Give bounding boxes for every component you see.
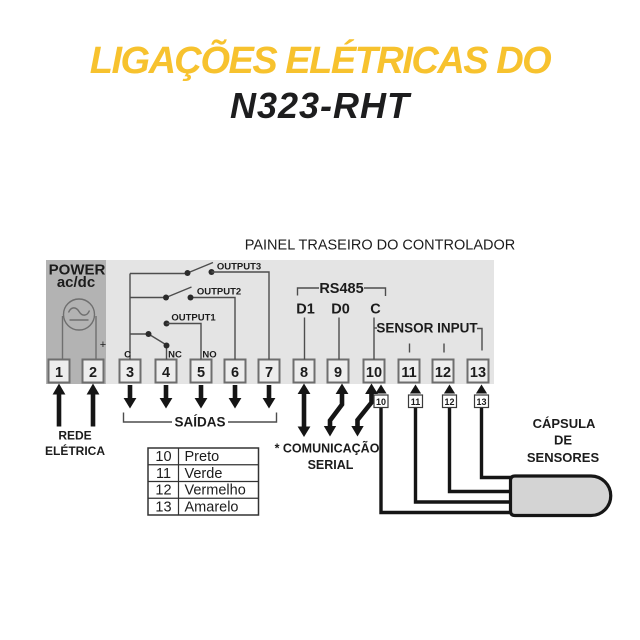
wire-tag-10: 10 xyxy=(376,397,386,407)
rs485-d1-label: D1 xyxy=(296,302,315,318)
output1-label: OUTPUT1 xyxy=(171,313,216,324)
serial-label-line1: * COMUNICAÇÃO xyxy=(275,441,380,456)
sensor-capsule xyxy=(508,474,613,518)
sensor-wires: 10 11 12 13 xyxy=(373,384,512,515)
page-title-line2: N323-RHT xyxy=(229,85,411,126)
terminal-11 xyxy=(397,358,421,384)
wire-tag-10-box xyxy=(373,394,389,409)
terminal-1-label: 1 xyxy=(55,365,63,381)
terminal-12-label: 12 xyxy=(435,365,451,381)
terminal-13-label: 13 xyxy=(470,365,486,381)
terminal-9-label: 9 xyxy=(334,365,342,381)
table-row2-num: 11 xyxy=(156,466,171,482)
output-arrows xyxy=(122,385,278,423)
relay-switches xyxy=(129,261,270,360)
terminal-9 xyxy=(326,358,350,384)
table-row1-name: Preto xyxy=(185,449,220,465)
wire-tag-11: 11 xyxy=(411,397,421,407)
terminal-12 xyxy=(431,358,455,384)
contact-nc-label: NC xyxy=(168,350,182,361)
rs485-label: RS485 xyxy=(319,281,363,297)
wire-tag-12-box xyxy=(441,394,458,409)
rs485-d0-label: D0 xyxy=(331,302,350,318)
table-row3-num: 12 xyxy=(155,483,171,499)
terminal-5-label: 5 xyxy=(197,365,205,381)
terminal-6-label: 6 xyxy=(231,365,239,381)
terminal-row: 1 2 3 4 5 6 7 8 9 10 11 12 13 xyxy=(47,358,490,384)
table-row4-num: 13 xyxy=(155,499,171,515)
capsule-label-line1: CÁPSULA xyxy=(533,416,596,431)
serial-label-line2: SERIAL xyxy=(308,458,354,472)
table-row4-name: Amarelo xyxy=(185,499,239,515)
power-label: POWER xyxy=(49,262,106,279)
wire-tag-13-box xyxy=(473,394,490,409)
panel-heading: PAINEL TRASEIRO DO CONTROLADOR xyxy=(245,238,515,254)
output3-label: OUTPUT3 xyxy=(217,262,261,273)
terminal-11-label: 11 xyxy=(401,365,416,381)
acdc-label: ac/dc xyxy=(57,274,95,291)
contact-c-label: C xyxy=(124,350,131,361)
terminal-10-label: 10 xyxy=(366,365,382,381)
table-row3-name: Vermelho xyxy=(185,483,246,499)
terminal-3-label: 3 xyxy=(126,365,134,381)
table-row1-num: 10 xyxy=(155,449,171,465)
page-title-line1: LIGAÇÕES ELÉTRICAS DO xyxy=(89,40,552,82)
terminal-1 xyxy=(47,358,71,384)
capsule-label-line2: DE xyxy=(554,433,572,448)
wire-tag-12: 12 xyxy=(444,397,454,407)
terminal-4-label: 4 xyxy=(162,365,170,381)
sensor-input-label: SENSOR INPUT xyxy=(376,321,478,336)
terminal-13 xyxy=(466,358,490,384)
terminal-7-label: 7 xyxy=(265,365,273,381)
serial-arrows xyxy=(297,383,378,437)
plus-sign: + xyxy=(100,339,106,351)
acdc-source-icon xyxy=(61,298,97,360)
terminal-8-label: 8 xyxy=(300,365,308,381)
rs485-bracket xyxy=(296,287,387,360)
output2-label: OUTPUT2 xyxy=(197,287,241,298)
terminal-2 xyxy=(81,358,105,384)
wire-tag-11-box xyxy=(407,394,424,409)
contact-no-label: NO xyxy=(202,350,216,361)
mains-label-line1: REDE xyxy=(58,429,91,443)
saidas-label: SAÍDAS xyxy=(174,415,225,430)
mains-label-line2: ELÉTRICA xyxy=(45,443,105,458)
sensor-input-bracket xyxy=(374,327,483,353)
wire-tag-13: 13 xyxy=(476,397,486,407)
wire-color-table: 10 Preto 11 Verde 12 Vermelho 13 Amarelo xyxy=(147,447,260,516)
rs485-c-label: C xyxy=(370,302,381,318)
mains-arrows xyxy=(52,383,100,427)
terminal-2-label: 2 xyxy=(89,365,97,381)
table-row2-name: Verde xyxy=(185,466,223,482)
capsule-label-line3: SENSORES xyxy=(527,450,600,465)
